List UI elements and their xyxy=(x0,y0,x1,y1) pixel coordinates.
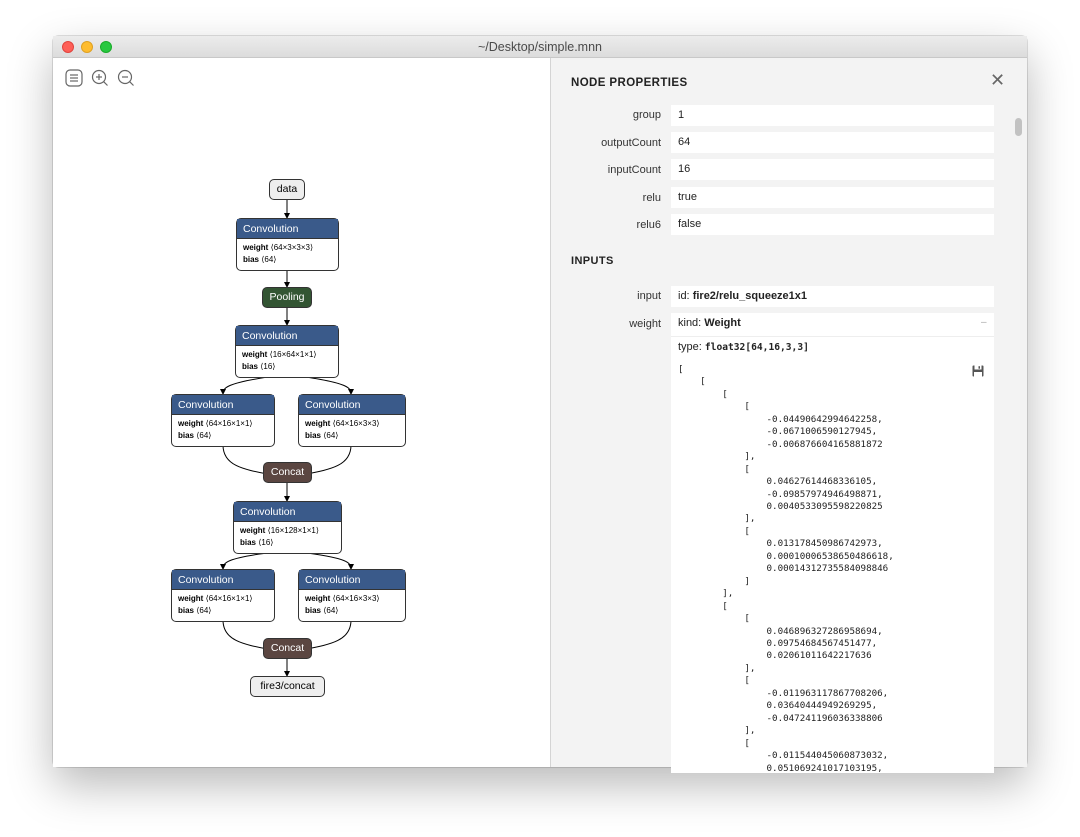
attribute-name: group xyxy=(632,109,661,121)
attribute-value: false xyxy=(671,214,994,235)
bias-shape: ⟨64⟩ xyxy=(323,431,339,440)
bias-shape: ⟨64⟩ xyxy=(323,606,339,615)
node-pooling[interactable]: Pooling xyxy=(262,287,312,308)
node-label: data xyxy=(276,183,298,195)
attribute-value: true xyxy=(671,187,994,208)
window-title: ~/Desktop/simple.mnn xyxy=(477,40,602,54)
weight-shape: ⟨16×128×1×1⟩ xyxy=(267,526,319,535)
weight-type-row: type: float32[64,16,3,3] xyxy=(671,336,994,356)
save-icon[interactable] xyxy=(972,365,984,377)
scrollbar-thumb[interactable] xyxy=(1015,118,1022,136)
bias-shape: ⟨64⟩ xyxy=(196,431,212,440)
zoom-in-icon[interactable] xyxy=(91,69,109,87)
sidebar-icon[interactable] xyxy=(65,69,83,87)
bias-shape: ⟨64⟩ xyxy=(196,606,212,615)
zoom-out-icon[interactable] xyxy=(117,69,135,87)
attribute-value: 64 xyxy=(671,132,994,153)
node-title: Convolution xyxy=(234,502,341,522)
weight-shape: ⟨64×16×1×1⟩ xyxy=(205,419,253,428)
close-icon[interactable]: ✕ xyxy=(990,70,1006,90)
title-bar: ~/Desktop/simple.mnn xyxy=(53,36,1027,58)
bias-shape: ⟨16⟩ xyxy=(258,538,274,547)
node-convolution[interactable]: Convolution weight ⟨64×16×3×3⟩ bias ⟨64⟩ xyxy=(298,569,406,622)
weight-shape: ⟨64×3×3×3⟩ xyxy=(270,243,314,252)
node-convolution[interactable]: Convolution weight ⟨64×3×3×3⟩ bias ⟨64⟩ xyxy=(236,218,339,271)
edge xyxy=(298,375,354,395)
node-concat[interactable]: Concat xyxy=(263,462,312,483)
properties-scroll-area[interactable]: group 1 outputCount 64 inputCount 16 rel… xyxy=(551,105,1011,774)
input-id-value: fire2/relu_squeeze1x1 xyxy=(692,290,808,302)
node-title: Convolution xyxy=(299,395,405,415)
window-maximize-button[interactable] xyxy=(100,41,112,53)
edge xyxy=(220,551,276,570)
attribute-value: 16 xyxy=(671,159,994,180)
weight-type-prefix: type: xyxy=(678,341,705,353)
bias-shape: ⟨16⟩ xyxy=(260,362,276,371)
weight-shape: ⟨64×16×3×3⟩ xyxy=(332,419,380,428)
bias-label: bias xyxy=(305,606,322,615)
node-title: Convolution xyxy=(172,570,274,590)
bias-label: bias xyxy=(242,362,259,371)
attribute-value: 1 xyxy=(671,105,994,126)
input-id-prefix: id: xyxy=(678,290,693,302)
inputs-section-title: INPUTS xyxy=(571,255,614,267)
weight-tensor-values: [ [ [ [ -0.04490642994642258, -0.0671006… xyxy=(678,364,894,774)
weight-label: weight xyxy=(242,350,268,359)
app-window: ~/Desktop/simple.mnn xyxy=(53,36,1027,774)
weight-label: weight xyxy=(178,594,204,603)
node-label: Pooling xyxy=(269,291,305,303)
attribute-name: relu6 xyxy=(636,219,661,231)
collapse-toggle[interactable]: – xyxy=(981,317,987,328)
attribute-name: inputCount xyxy=(607,164,661,176)
weight-kind-value: Weight xyxy=(704,317,741,329)
node-concat[interactable]: Concat xyxy=(263,638,312,659)
node-label: Concat xyxy=(270,642,305,654)
edge xyxy=(298,551,354,570)
attribute-name: relu xyxy=(642,192,661,204)
node-convolution[interactable]: Convolution weight ⟨64×16×1×1⟩ bias ⟨64⟩ xyxy=(171,394,275,447)
attribute-name: outputCount xyxy=(601,137,661,149)
node-data[interactable]: data xyxy=(269,179,305,200)
weight-label: weight xyxy=(178,419,204,428)
bias-label: bias xyxy=(305,431,322,440)
panel-title: NODE PROPERTIES xyxy=(571,77,688,89)
node-properties-panel: NODE PROPERTIES ✕ group 1 outputCount 64… xyxy=(550,58,1027,774)
weight-kind-prefix: kind: xyxy=(678,317,705,329)
weight-details: kind: Weight – type: float32[64,16,3,3] … xyxy=(671,313,994,774)
input-value: id: fire2/relu_squeeze1x1 xyxy=(671,286,994,307)
weight-kind-row[interactable]: kind: Weight – xyxy=(671,313,994,333)
bias-label: bias xyxy=(240,538,257,547)
node-convolution[interactable]: Convolution weight ⟨64×16×1×1⟩ bias ⟨64⟩ xyxy=(171,569,275,622)
weight-input-name: weight xyxy=(629,318,661,330)
weight-label: weight xyxy=(305,419,331,428)
weight-shape: ⟨64×16×1×1⟩ xyxy=(205,594,253,603)
node-label: Concat xyxy=(270,466,305,478)
node-output[interactable]: fire3/concat xyxy=(250,676,325,697)
window-minimize-button[interactable] xyxy=(81,41,93,53)
window-close-button[interactable] xyxy=(62,41,74,53)
node-title: Convolution xyxy=(299,570,405,590)
scrollbar-track[interactable] xyxy=(1012,114,1024,767)
bias-label: bias xyxy=(178,431,195,440)
node-title: Convolution xyxy=(172,395,274,415)
bias-shape: ⟨64⟩ xyxy=(261,255,277,264)
graph-pane[interactable]: data Convolution weight ⟨64×3×3×3⟩ bias … xyxy=(53,58,550,767)
node-title: Convolution xyxy=(236,326,338,346)
node-convolution[interactable]: Convolution weight ⟨16×128×1×1⟩ bias ⟨16… xyxy=(233,501,342,554)
node-title: Convolution xyxy=(237,219,338,239)
bias-label: bias xyxy=(243,255,260,264)
node-convolution[interactable]: Convolution weight ⟨16×64×1×1⟩ bias ⟨16⟩ xyxy=(235,325,339,378)
node-convolution[interactable]: Convolution weight ⟨64×16×3×3⟩ bias ⟨64⟩ xyxy=(298,394,406,447)
edge xyxy=(220,375,276,395)
weight-label: weight xyxy=(305,594,331,603)
bias-label: bias xyxy=(178,606,195,615)
weight-type-value: float32[64,16,3,3] xyxy=(704,342,809,353)
weight-label: weight xyxy=(243,243,269,252)
weight-label: weight xyxy=(240,526,266,535)
input-name: input xyxy=(637,290,661,302)
weight-shape: ⟨16×64×1×1⟩ xyxy=(269,350,317,359)
weight-shape: ⟨64×16×3×3⟩ xyxy=(332,594,380,603)
node-label: fire3/concat xyxy=(260,680,315,692)
